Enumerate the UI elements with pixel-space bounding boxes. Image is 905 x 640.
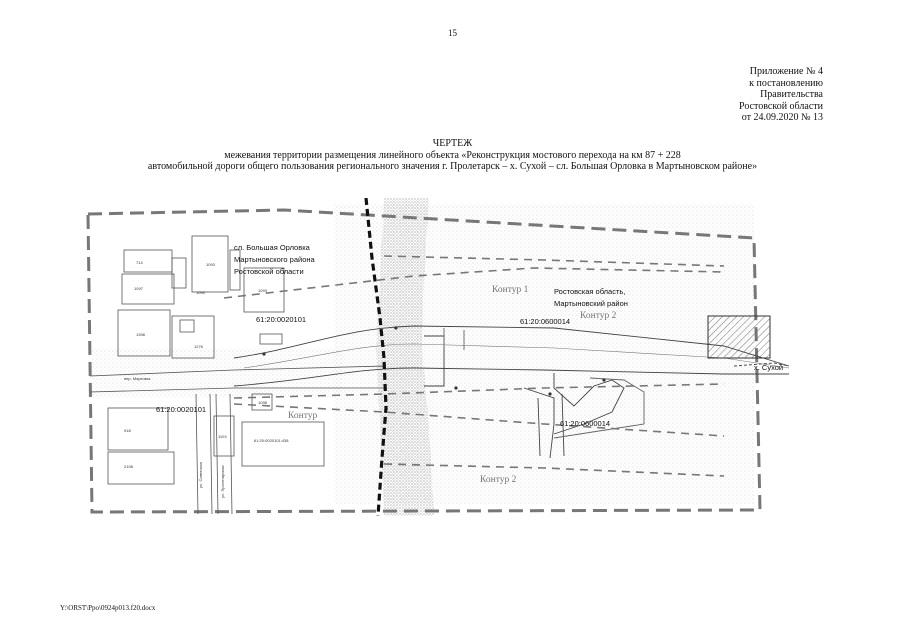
lot-label: 1093 — [206, 262, 216, 267]
bridge-pier — [443, 328, 465, 350]
survey-markers — [262, 326, 606, 396]
lot-label: 1276 — [194, 344, 204, 349]
building — [241, 421, 325, 467]
terrain-texture — [92, 198, 754, 516]
building — [213, 415, 235, 457]
building — [171, 257, 187, 289]
map-labels: сл. Большая Орловка Мартыновского района… — [124, 243, 783, 498]
marker — [454, 386, 458, 390]
title-line: межевания территории размещения линейног… — [224, 149, 681, 161]
building — [171, 315, 215, 359]
building — [259, 333, 283, 345]
marker — [548, 392, 552, 396]
settlement-label: сл. Большая Орловка — [234, 243, 311, 252]
cadastral-label: 61:20:0020101 — [156, 405, 206, 414]
contour-label: Контур 2 — [580, 311, 617, 321]
bridge-outline — [424, 335, 445, 387]
lot-label: 1097 — [134, 286, 144, 291]
contour-label: Контур 2 — [480, 475, 517, 485]
appendix-line: от 24.09.2020 № 13 — [741, 112, 823, 123]
building — [117, 309, 171, 357]
building-footprints — [107, 235, 325, 485]
street-label: ул. Пролетарская — [220, 465, 225, 498]
lot-label: 1103 — [218, 434, 227, 439]
title-heading: ЧЕРТЕЖ — [432, 138, 473, 149]
lot-label: 918 — [124, 428, 131, 433]
marker — [394, 326, 398, 330]
building — [121, 273, 175, 305]
street-line — [195, 393, 199, 515]
document-title: ЧЕРТЕЖ межевания территории размещения л… — [0, 138, 905, 173]
building — [191, 235, 229, 293]
contour-line — [383, 463, 725, 477]
file-path-footer: Y:\ORST\Ppo\0924p013.f20.docx — [60, 604, 156, 612]
street-label: пер. Мартовск — [124, 376, 151, 381]
street-line — [229, 393, 233, 515]
street-line — [209, 393, 213, 515]
page-number: 15 — [448, 28, 457, 38]
region-label: Ростовская область, — [554, 287, 625, 296]
appendix-line: Ростовской области — [739, 100, 823, 112]
lot-label: 1398 — [136, 332, 146, 337]
lot-label: 61:20:0020101:438 — [254, 438, 289, 443]
marker — [602, 378, 606, 382]
contour-line — [223, 267, 725, 299]
building — [179, 319, 195, 333]
building — [229, 249, 241, 291]
cadastral-label: 61:20:0600014 — [520, 317, 570, 326]
lot-label: 714 — [136, 260, 143, 265]
road-edge-south — [233, 367, 789, 387]
building — [107, 451, 175, 485]
street-line — [89, 365, 385, 377]
appendix-line: Приложение № 4 — [749, 66, 823, 77]
building — [107, 407, 169, 451]
lot-label: 2108 — [124, 464, 134, 469]
building — [243, 267, 285, 313]
settlement-label: Мартыновского района — [234, 255, 316, 264]
road-direction-label: х. Сухой — [754, 363, 783, 372]
settlement-label: Ростовской области — [234, 267, 304, 276]
appendix-line: к постановлению — [749, 77, 823, 89]
hatched-parcel — [707, 315, 771, 359]
street-line — [215, 393, 219, 515]
contour-label: Контур 1 — [492, 285, 529, 295]
contour-line — [233, 403, 725, 437]
streets — [89, 365, 385, 515]
contour-line — [383, 255, 725, 267]
appendix-block: Приложение № 4 к постановлению Правитель… — [739, 66, 823, 124]
lot-label: 1098 — [258, 400, 268, 405]
administrative-boundary — [364, 198, 388, 516]
boundary-drawing: 714 1097 1093 1095 1398 1093 1276 918 21… — [86, 198, 790, 516]
road-edge — [733, 362, 790, 367]
road-centerline — [243, 343, 790, 369]
contour-lines — [223, 255, 725, 477]
parcel-boundary — [553, 373, 625, 435]
contour-label: Контур — [288, 411, 317, 421]
building — [251, 393, 273, 411]
region-label: Мартыновский район — [554, 299, 628, 308]
cadastral-label: 61:20:0600014 — [560, 419, 610, 428]
lot-label: 1093 — [258, 288, 268, 293]
lot-label: 1095 — [196, 290, 206, 295]
cadastral-label: 61:20:0020101 — [256, 315, 306, 324]
street-label: ул. Советская — [198, 462, 203, 488]
marker — [262, 352, 266, 356]
street-line — [89, 387, 384, 393]
river-channel — [376, 198, 434, 516]
appendix-line: Правительства — [760, 89, 823, 100]
contour-line — [233, 383, 725, 399]
building — [123, 249, 173, 273]
title-line: автомобильной дороги общего пользования … — [147, 161, 758, 172]
lot-labels: 714 1097 1093 1095 1398 1093 1276 918 21… — [124, 260, 289, 469]
